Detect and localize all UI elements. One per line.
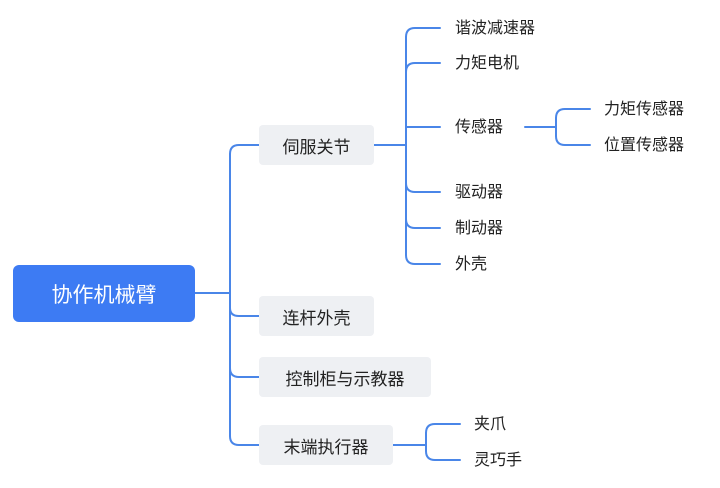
connector-sensor-c1 (555, 135, 591, 146)
connector-end-effector-c1 (425, 450, 461, 461)
connector-to-servo (229, 144, 260, 155)
connector-to-end-effector (229, 435, 260, 446)
node-servo-joint[interactable]: 伺服关节 (259, 125, 374, 165)
node-housing[interactable]: 外壳 (455, 254, 488, 273)
connector-servo-c3 (405, 182, 441, 193)
node-sensor[interactable]: 传感器 (455, 117, 504, 136)
node-end-effector[interactable]: 末端执行器 (259, 425, 393, 465)
connector-servo-c4 (405, 218, 441, 229)
connector-servo-c0 (405, 27, 441, 38)
node-torque-sensor[interactable]: 力矩传感器 (604, 99, 685, 118)
node-driver[interactable]: 驱动器 (455, 182, 504, 201)
node-gripper[interactable]: 夹爪 (474, 414, 507, 433)
node-torque-motor[interactable]: 力矩电机 (455, 53, 520, 72)
node-link-shell[interactable]: 连杆外壳 (259, 296, 374, 336)
node-brake[interactable]: 制动器 (455, 218, 504, 237)
connector-sensor-c0 (555, 108, 591, 119)
root-node[interactable]: 协作机械臂 (13, 265, 195, 322)
connector-to-controller (229, 367, 260, 378)
connector-servo-c1 (405, 62, 441, 73)
node-controller-teach-pendant[interactable]: 控制柜与示教器 (259, 357, 431, 397)
connector-to-link (229, 307, 260, 317)
connector-servo-c5 (405, 254, 441, 265)
node-position-sensor[interactable]: 位置传感器 (604, 135, 685, 154)
connector-end-effector-c0 (425, 423, 461, 434)
node-harmonic-reducer[interactable]: 谐波减速器 (455, 18, 536, 37)
node-dexterous-hand[interactable]: 灵巧手 (474, 450, 523, 469)
